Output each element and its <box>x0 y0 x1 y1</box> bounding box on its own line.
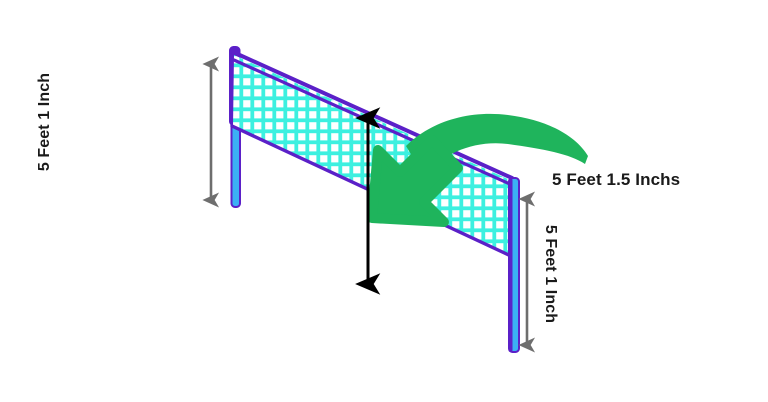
left-post-height-label: 5 Feet 1 Inch <box>36 72 53 172</box>
callout-arrow-tail <box>406 113 588 176</box>
right-post-height-label: 5 Feet 1 Inch <box>542 224 559 324</box>
right-net-post <box>508 177 520 353</box>
center-height-label: 5 Feet 1.5 Inchs <box>552 170 681 189</box>
right-post-edge <box>508 178 513 352</box>
left-post-shaft <box>230 119 241 208</box>
callout-arrow-head <box>367 135 463 227</box>
green-curved-callout-arrow <box>367 113 588 227</box>
